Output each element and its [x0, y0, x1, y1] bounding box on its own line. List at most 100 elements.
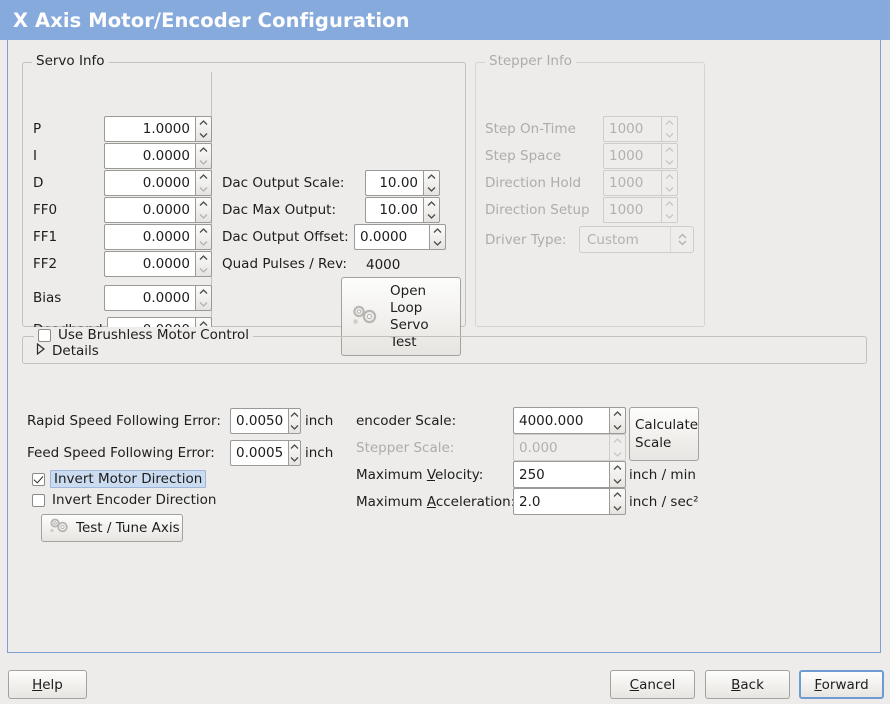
cancel-post: ancel — [639, 676, 676, 693]
checkbox-box[interactable] — [32, 493, 45, 507]
maximum-acceleration-buttons[interactable] — [609, 488, 626, 515]
spin-down-icon[interactable] — [430, 237, 445, 249]
encoder-scale-spin[interactable]: 4000.000 — [513, 407, 626, 434]
servo-spin-ff1[interactable]: 0.0000 — [104, 224, 212, 250]
spin-down-icon[interactable] — [196, 183, 211, 195]
direction-setup-value: 1000 — [603, 197, 661, 223]
checkbox-box[interactable] — [38, 328, 51, 342]
servo-value-p[interactable]: 1.0000 — [104, 116, 195, 142]
spin-up-icon[interactable] — [196, 318, 211, 330]
spin-up-icon[interactable] — [196, 171, 211, 183]
spin-down-icon[interactable] — [424, 210, 439, 222]
direction-setup-buttons — [661, 197, 678, 223]
servo-value-d[interactable]: 0.0000 — [104, 170, 195, 196]
checkbox-box[interactable] — [32, 472, 45, 486]
invert-encoder-direction-checkbox[interactable]: Invert Encoder Direction — [32, 492, 216, 508]
spin-up-icon[interactable] — [196, 225, 211, 237]
servo-spin-ff2[interactable]: 0.0000 — [104, 251, 212, 277]
invert-motor-direction-checkbox[interactable]: Invert Motor Direction — [32, 470, 207, 488]
servo-spin-p-buttons[interactable] — [195, 116, 212, 142]
test-tune-axis-button[interactable]: Test / Tune Axis — [41, 514, 183, 542]
spin-down-icon[interactable] — [196, 210, 211, 222]
spin-down-icon[interactable] — [289, 421, 300, 433]
servo-value-ff2[interactable]: 0.0000 — [104, 251, 195, 277]
maximum-velocity-label: Maximum Velocity: — [356, 468, 483, 483]
spin-down-icon[interactable] — [610, 502, 625, 515]
details-expander[interactable]: Details — [36, 342, 99, 359]
dac-output-offset-buttons[interactable] — [429, 224, 446, 250]
spin-up-icon[interactable] — [610, 489, 625, 502]
spin-down-icon[interactable] — [196, 264, 211, 276]
triangle-right-icon[interactable] — [36, 342, 45, 359]
maximum-acceleration-spin[interactable]: 2.0 — [513, 488, 626, 515]
spin-up-icon[interactable] — [289, 441, 300, 453]
spin-up-icon[interactable] — [196, 252, 211, 264]
spin-up-icon[interactable] — [196, 117, 211, 129]
servo-spin-ff0[interactable]: 0.0000 — [104, 197, 212, 223]
rapid-spin-buttons[interactable] — [288, 408, 301, 434]
use-brushless-motor-control-checkbox[interactable]: Use Brushless Motor Control — [34, 327, 253, 343]
rapid-speed-following-error-spin[interactable]: 0.0050 — [230, 408, 301, 434]
spin-down-icon[interactable] — [610, 421, 625, 434]
forward-button[interactable]: Forward — [799, 670, 884, 699]
dac-output-offset-spin[interactable]: 0.0000 — [354, 224, 446, 250]
dac-max-output-buttons[interactable] — [423, 197, 440, 223]
spin-down-icon[interactable] — [610, 475, 625, 488]
back-button[interactable]: Back — [705, 670, 790, 699]
spin-up-icon[interactable] — [424, 171, 439, 183]
maximum-velocity-spin[interactable]: 250 — [513, 461, 626, 488]
encoder-scale-value[interactable]: 4000.000 — [513, 407, 609, 434]
dac-max-output-value[interactable]: 10.00 — [365, 197, 423, 223]
servo-spin-ff2-buttons[interactable] — [195, 251, 212, 277]
dac-output-scale-buttons[interactable] — [423, 170, 440, 196]
spin-up-icon[interactable] — [196, 286, 211, 298]
dac-output-scale-label: Dac Output Scale: — [222, 175, 345, 191]
spin-up-icon[interactable] — [289, 409, 300, 421]
servo-value-bias[interactable]: 0.0000 — [104, 285, 195, 311]
stepper-info-legend: Stepper Info — [485, 54, 577, 68]
maximum-velocity-value[interactable]: 250 — [513, 461, 609, 488]
spin-up-icon[interactable] — [430, 225, 445, 237]
dac-output-scale-spin[interactable]: 10.00 — [365, 170, 440, 196]
servo-spin-d-buttons[interactable] — [195, 170, 212, 196]
spin-down-icon[interactable] — [289, 453, 300, 465]
servo-value-i[interactable]: 0.0000 — [104, 143, 195, 169]
encoder-scale-buttons[interactable] — [609, 407, 626, 434]
feed-spin-buttons[interactable] — [288, 440, 301, 466]
servo-label-i: I — [33, 148, 37, 164]
servo-value-ff0[interactable]: 0.0000 — [104, 197, 195, 223]
spin-up-icon[interactable] — [610, 408, 625, 421]
use-brushless-motor-control-label: Use Brushless Motor Control — [58, 327, 249, 343]
spin-up-icon[interactable] — [196, 198, 211, 210]
open-loop-servo-test-button[interactable]: Open Loop Servo Test — [341, 277, 461, 356]
servo-spin-i[interactable]: 0.0000 — [104, 143, 212, 169]
servo-spin-bias[interactable]: 0.0000 — [104, 285, 212, 311]
spin-up-icon[interactable] — [610, 462, 625, 475]
spin-up-icon[interactable] — [196, 144, 211, 156]
calculate-scale-button[interactable]: Calculate Scale — [629, 407, 699, 461]
spin-up-icon[interactable] — [424, 198, 439, 210]
dac-output-offset-value[interactable]: 0.0000 — [354, 224, 429, 250]
feed-speed-following-error-spin[interactable]: 0.0005 — [230, 440, 301, 466]
servo-spin-ff0-buttons[interactable] — [195, 197, 212, 223]
servo-spin-d[interactable]: 0.0000 — [104, 170, 212, 196]
cancel-button[interactable]: Cancel — [610, 670, 695, 699]
spin-down-icon[interactable] — [196, 156, 211, 168]
spin-down-icon[interactable] — [196, 129, 211, 141]
spin-down-icon[interactable] — [196, 298, 211, 310]
servo-spin-ff1-buttons[interactable] — [195, 224, 212, 250]
dac-output-scale-value[interactable]: 10.00 — [365, 170, 423, 196]
maximum-velocity-buttons[interactable] — [609, 461, 626, 488]
spin-down-icon[interactable] — [424, 183, 439, 195]
servo-spin-bias-buttons[interactable] — [195, 285, 212, 311]
servo-spin-p[interactable]: 1.0000 — [104, 116, 212, 142]
feed-speed-following-error-value[interactable]: 0.0005 — [230, 440, 289, 466]
rapid-speed-following-error-value[interactable]: 0.0050 — [230, 408, 289, 434]
servo-value-ff1[interactable]: 0.0000 — [104, 224, 195, 250]
help-button[interactable]: Help — [8, 670, 87, 699]
maximum-acceleration-value[interactable]: 2.0 — [513, 488, 609, 515]
dac-max-output-spin[interactable]: 10.00 — [365, 197, 440, 223]
spin-down-icon[interactable] — [196, 237, 211, 249]
servo-spin-i-buttons[interactable] — [195, 143, 212, 169]
servo-label-ff1: FF1 — [33, 229, 58, 245]
